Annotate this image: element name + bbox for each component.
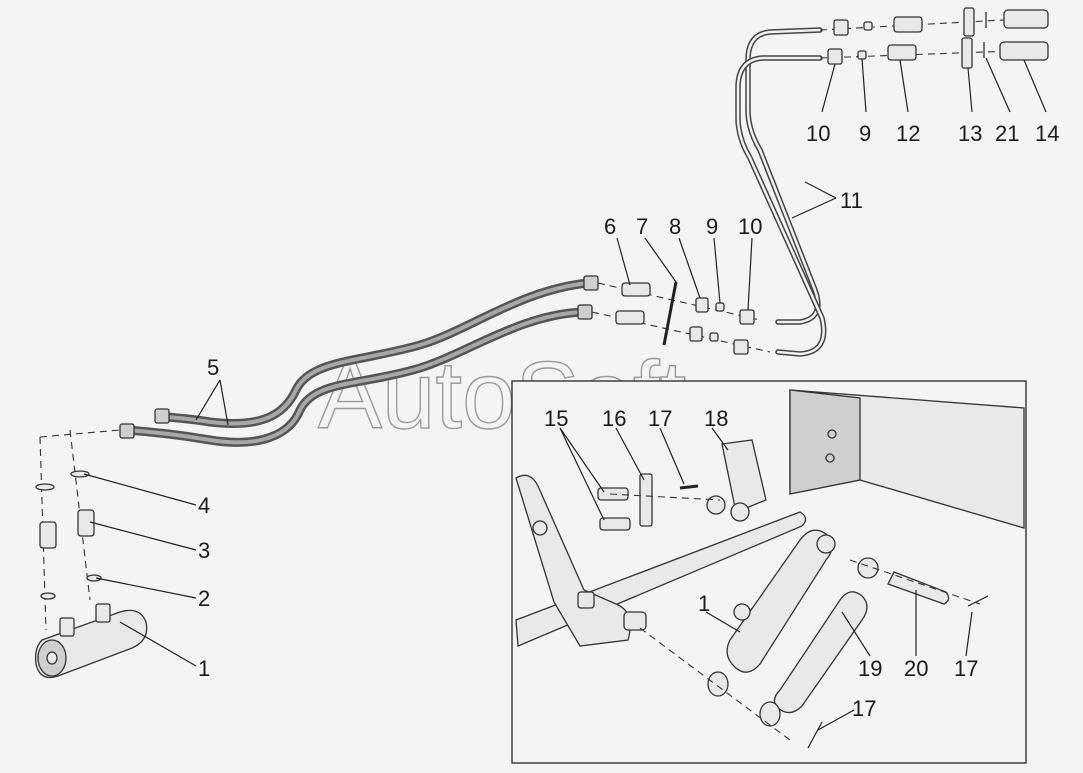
callout-17-right: 17 bbox=[954, 656, 978, 681]
callout-3: 3 bbox=[198, 538, 210, 563]
callout-12: 12 bbox=[896, 121, 920, 146]
callout-17-top: 17 bbox=[648, 406, 672, 431]
flexible-hoses bbox=[119, 275, 599, 447]
callout-16: 16 bbox=[602, 406, 626, 431]
callout-21: 21 bbox=[995, 121, 1019, 146]
callout-5: 5 bbox=[207, 355, 219, 380]
callout-10-top: 10 bbox=[806, 121, 830, 146]
leader-lines bbox=[83, 57, 1047, 731]
callout-10: 10 bbox=[738, 214, 762, 239]
callout-19: 19 bbox=[858, 656, 882, 681]
callout-9-top: 9 bbox=[859, 121, 871, 146]
callout-14: 14 bbox=[1035, 121, 1059, 146]
callout-17-bottom: 17 bbox=[852, 696, 876, 721]
callout-1-inset: 1 bbox=[698, 591, 710, 616]
inset-detail bbox=[511, 380, 1027, 764]
callout-1: 1 bbox=[198, 656, 210, 681]
callout-11: 11 bbox=[840, 188, 863, 213]
callout-15: 15 bbox=[544, 406, 568, 431]
rigid-tubes bbox=[735, 27, 827, 357]
callout-8: 8 bbox=[669, 214, 681, 239]
left-cylinder-stack bbox=[34, 429, 148, 679]
callout-2: 2 bbox=[198, 586, 210, 611]
callout-20: 20 bbox=[904, 656, 928, 681]
callout-4: 4 bbox=[198, 493, 210, 518]
mid-fittings bbox=[591, 281, 771, 355]
callout-18: 18 bbox=[704, 406, 728, 431]
top-fittings bbox=[819, 7, 1049, 69]
callout-7: 7 bbox=[636, 214, 648, 239]
callout-6: 6 bbox=[604, 214, 616, 239]
callout-9: 9 bbox=[706, 214, 718, 239]
callout-13: 13 bbox=[958, 121, 982, 146]
callout-labels: 6 7 8 9 10 11 5 4 3 2 1 10 9 12 13 21 14… bbox=[198, 121, 1059, 721]
